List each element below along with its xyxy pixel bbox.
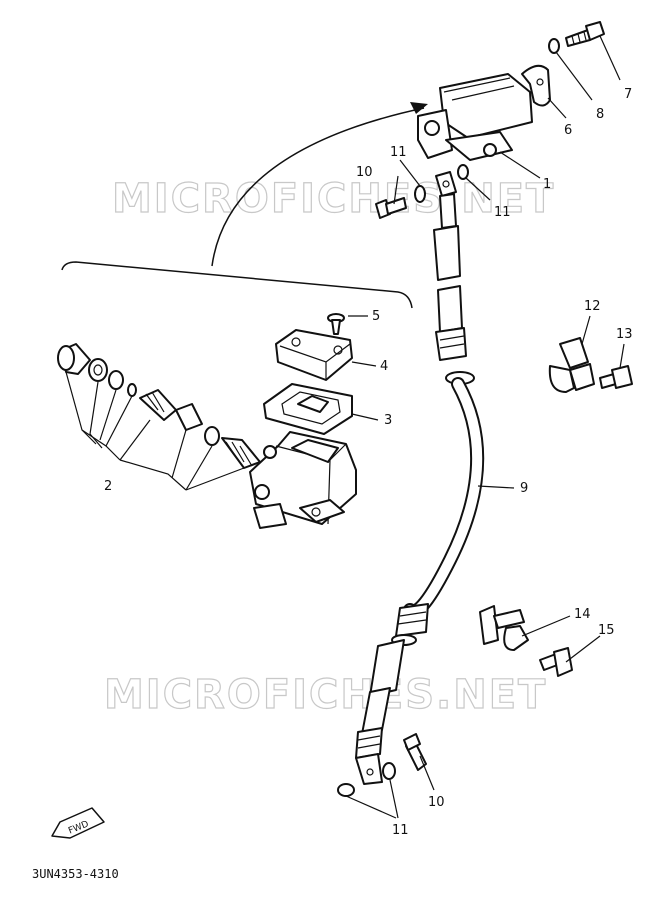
master-cylinder-assembled [417, 73, 533, 161]
banjo-bolt-part-10-bottom [403, 733, 427, 771]
callout-11-bottom: 11 [392, 823, 409, 838]
bolt-part-15 [539, 647, 573, 677]
brake-hose-part-9 [355, 285, 485, 785]
watermark-top: MICROFICHES.NET [112, 176, 555, 222]
clamp-part-12 [548, 337, 595, 393]
callout-7: 7 [624, 87, 632, 102]
callout-13: 13 [616, 327, 633, 342]
reference-arrowhead [410, 102, 428, 114]
bolt-part-7 [565, 21, 605, 47]
watermark-bottom: MICROFICHES.NET [104, 672, 547, 718]
callout-4: 4 [380, 359, 388, 374]
reference-arrow [211, 107, 425, 267]
callout-9: 9 [520, 481, 528, 496]
washers-part-11-bottom [337, 762, 396, 797]
banjo-bolt-part-10-top [375, 197, 407, 219]
hose-fitting-top [433, 171, 461, 281]
callout-11-top-right: 11 [494, 205, 511, 220]
exploded-group-bracket [61, 261, 413, 309]
diaphragm-part-3 [263, 383, 353, 435]
part-2-leader-lines [65, 371, 245, 491]
diagram-code: 3UN4353-4310 [32, 867, 119, 881]
callout-14: 14 [574, 607, 591, 622]
callout-12: 12 [584, 299, 601, 314]
piston-kit-part-2 [57, 343, 261, 469]
bolt-part-13 [599, 365, 633, 389]
master-cylinder-body [249, 431, 357, 529]
callout-leaders [345, 35, 625, 819]
callout-11-top-left: 11 [390, 145, 407, 160]
callout-8: 8 [596, 107, 604, 122]
callout-10-top: 10 [356, 165, 373, 180]
guide-part-14 [479, 605, 529, 651]
callout-10-bottom: 10 [428, 795, 445, 810]
callout-3: 3 [384, 413, 392, 428]
callout-6: 6 [564, 123, 572, 138]
washer-part-8 [548, 38, 560, 54]
fwd-arrow: FWD [51, 807, 105, 839]
cap-part-4 [275, 329, 353, 381]
callout-1: 1 [543, 177, 551, 192]
callout-15: 15 [598, 623, 615, 638]
callout-5: 5 [372, 309, 380, 324]
screw-part-5 [327, 313, 345, 335]
callout-2: 2 [104, 479, 112, 494]
